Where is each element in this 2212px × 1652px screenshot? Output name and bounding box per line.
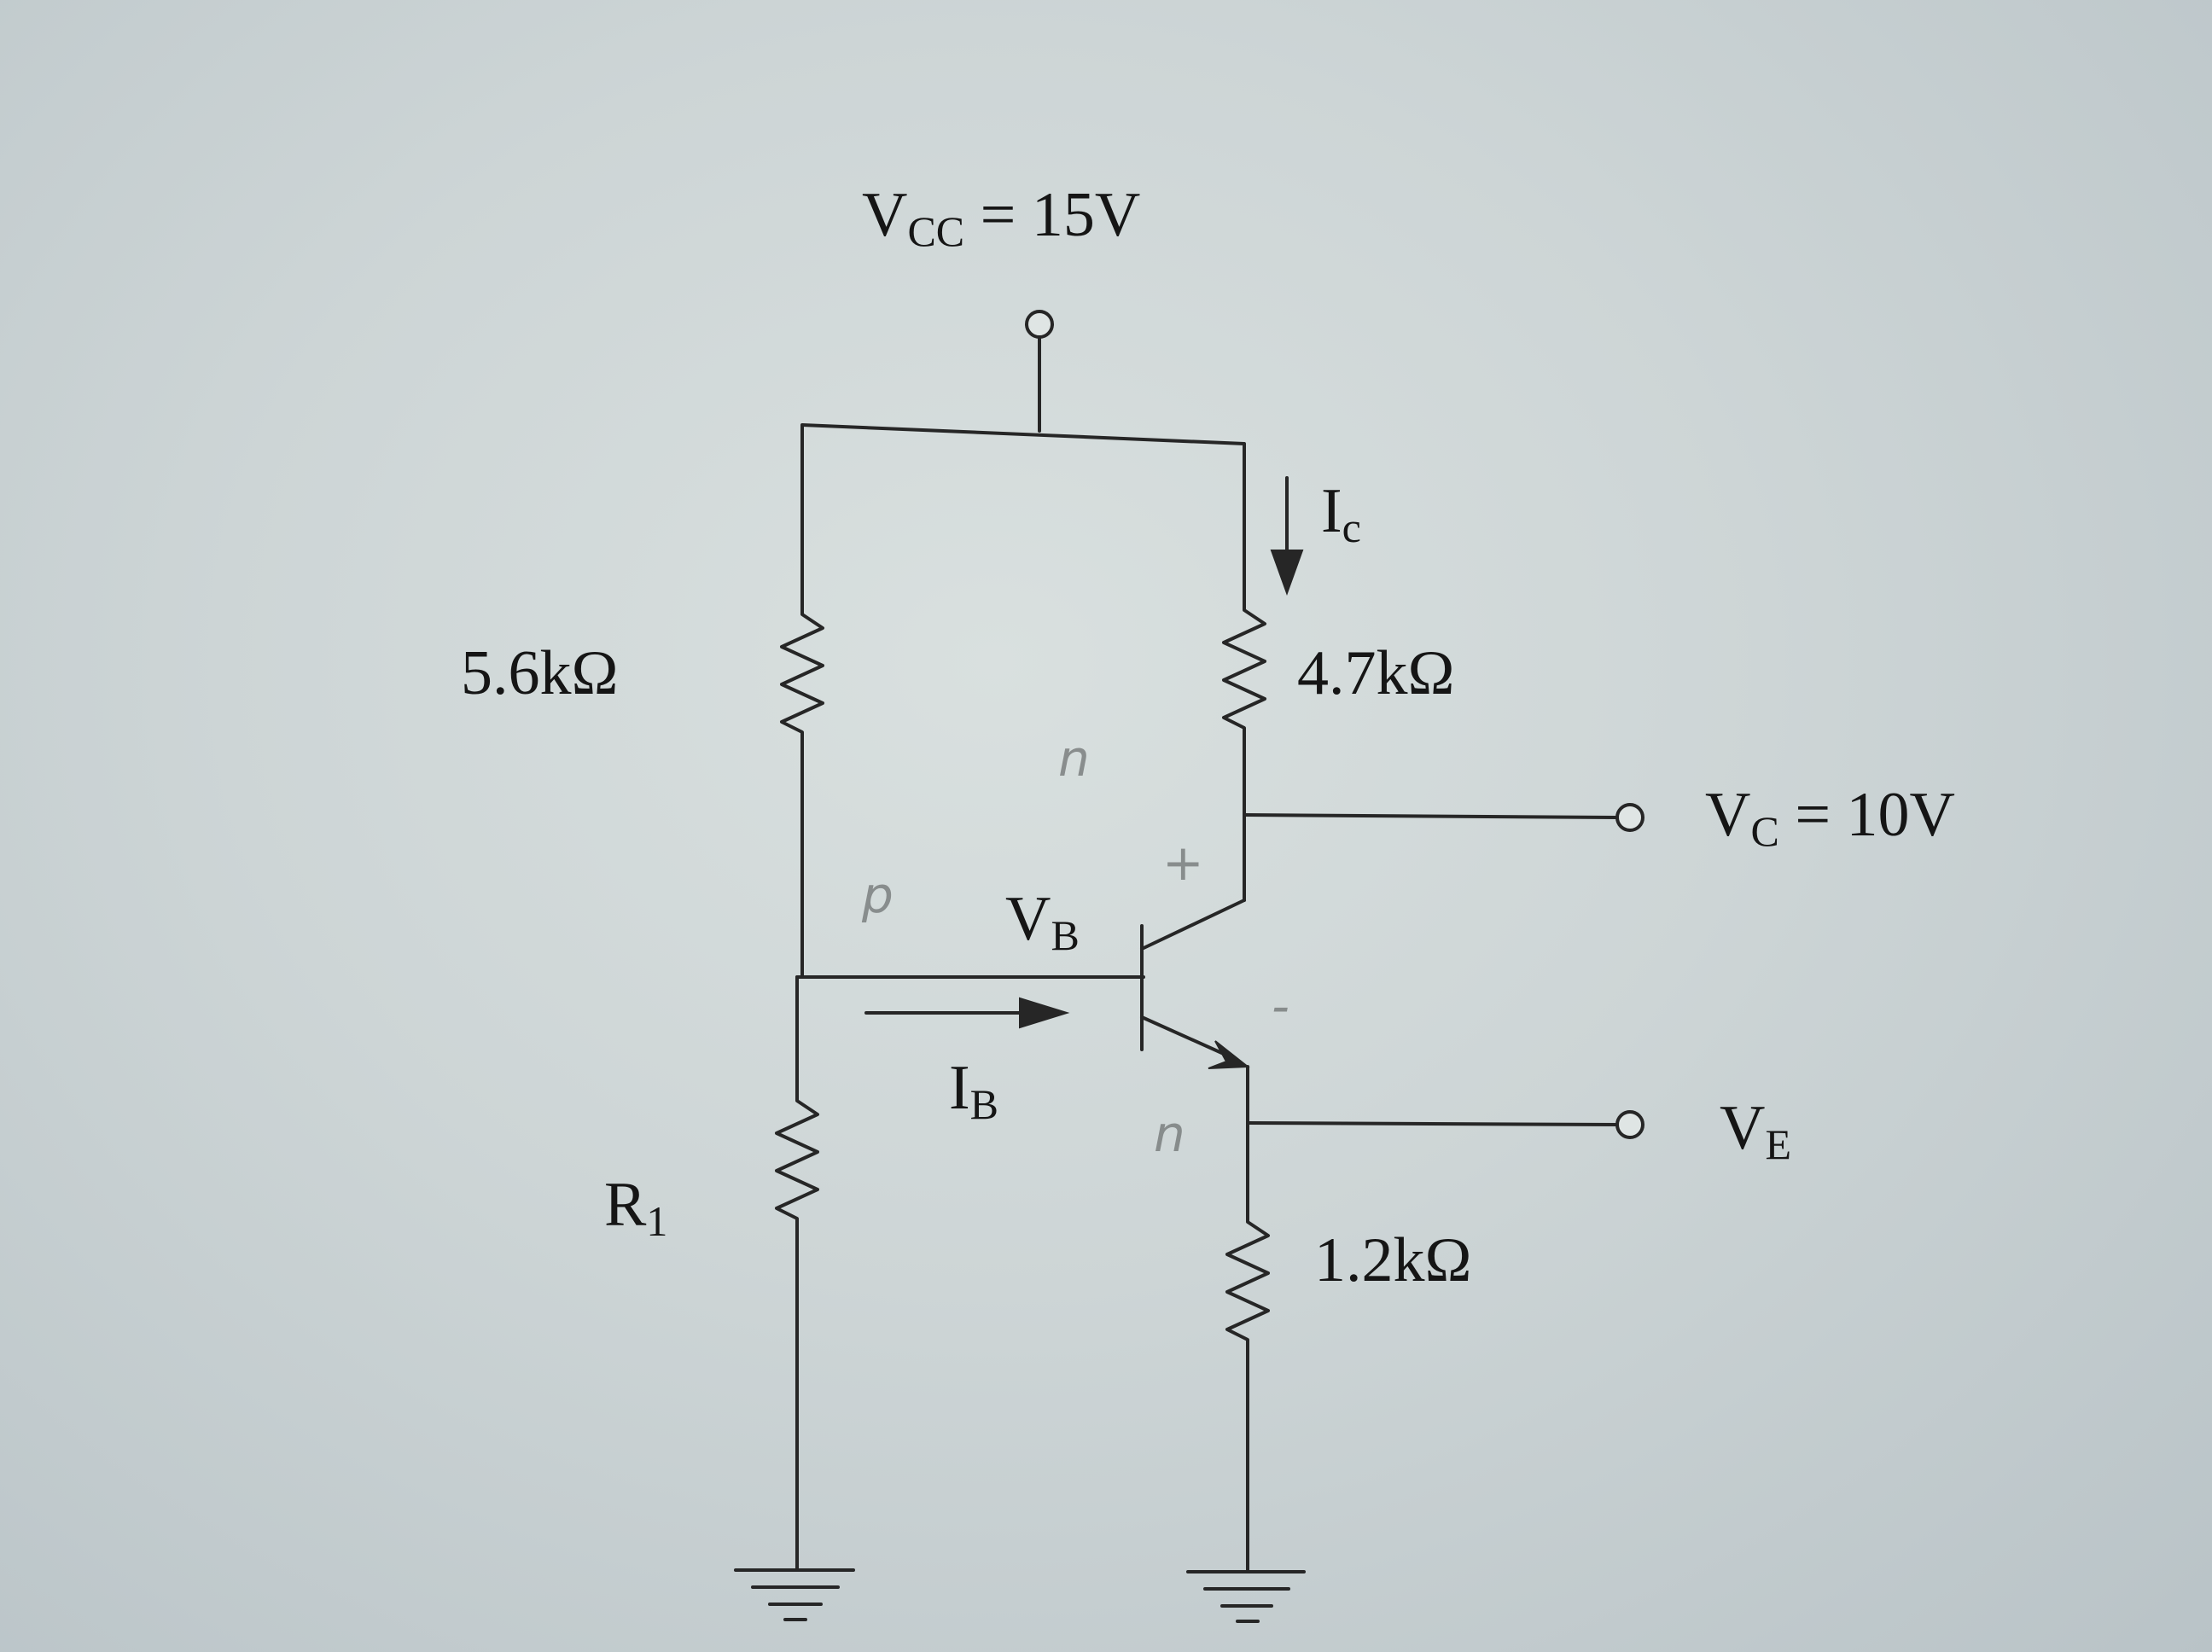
ve-label: VE	[1720, 1093, 1791, 1168]
pencil-emitter-minus: -	[1272, 977, 1289, 1035]
ic-arrow-head	[1270, 550, 1304, 596]
transistor-collector-leg	[1140, 899, 1246, 951]
transistor-emitter-leg	[1140, 1015, 1235, 1060]
pencil-base-p: p	[862, 866, 894, 924]
emitter-arrow	[1208, 1040, 1250, 1069]
ground-right	[1186, 1570, 1306, 1623]
ib-arrow-head	[1019, 997, 1070, 1029]
top-rail-wire	[800, 423, 1246, 595]
resistor-5-6k	[780, 561, 824, 979]
pencil-emitter-n: n	[1154, 1105, 1185, 1163]
pencil-collector-plus: +	[1162, 834, 1204, 892]
vcc-label: VCC = 15V	[862, 180, 1141, 255]
resistor-r1	[775, 975, 819, 1572]
resistor-5-6k-label: 5.6kΩ	[461, 638, 619, 708]
resistor-1-2k	[1225, 1214, 1270, 1572]
vc-terminal	[1615, 803, 1644, 832]
ground-left	[734, 1568, 855, 1621]
r1-label: R1	[604, 1170, 668, 1245]
vcc-terminal	[1025, 310, 1054, 339]
ic-label: Ic	[1321, 476, 1361, 551]
ve-terminal	[1615, 1110, 1644, 1139]
resistor-4-7k-label: 4.7kΩ	[1297, 638, 1455, 708]
ve-output-wire	[1246, 1121, 1619, 1126]
vb-label: VB	[1005, 884, 1080, 959]
vc-output-wire	[1243, 813, 1619, 819]
vc-label: VC = 10V	[1705, 780, 1955, 855]
pencil-collector-n: n	[1058, 730, 1090, 788]
resistor-1-2k-label: 1.2kΩ	[1314, 1225, 1472, 1295]
resistor-4-7k	[1222, 591, 1266, 902]
ib-label: IB	[949, 1053, 999, 1128]
